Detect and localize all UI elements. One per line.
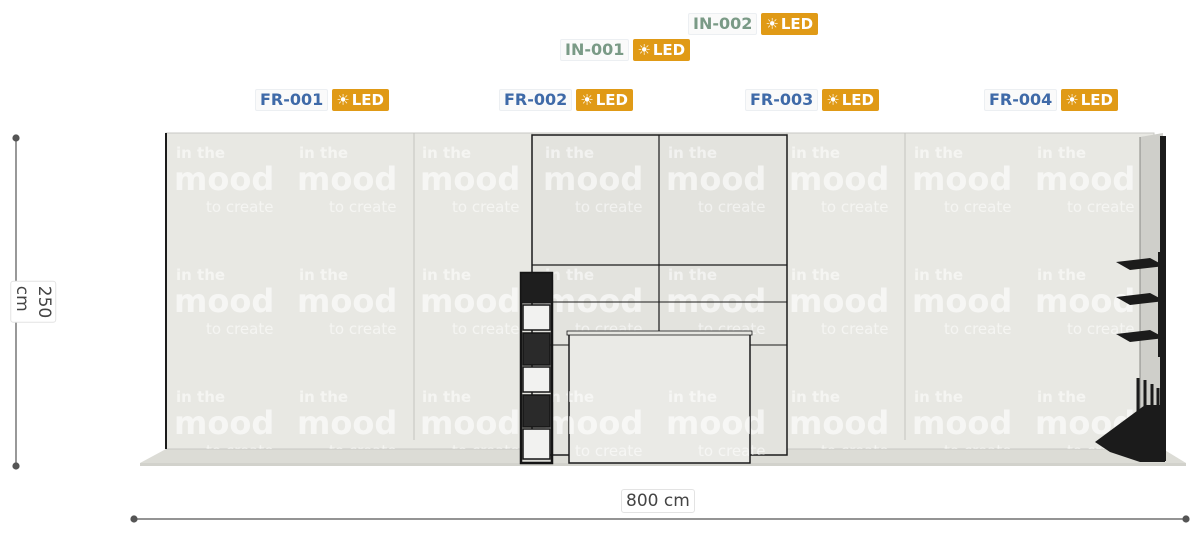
led-tag-fr-003[interactable]: FR-003 ☀LED: [745, 89, 880, 111]
wall-shelves: [1095, 252, 1165, 462]
sun-icon: ☀: [1065, 91, 1079, 109]
led-label: LED: [595, 91, 629, 109]
led-badge: ☀LED: [633, 39, 691, 61]
led-tag-in-001[interactable]: IN-001 ☀LED: [560, 39, 691, 61]
led-badge: ☀LED: [1061, 89, 1119, 111]
sun-icon: ☀: [765, 15, 779, 33]
led-tag-in-002[interactable]: IN-002 ☀LED: [688, 13, 819, 35]
sun-icon: ☀: [580, 91, 594, 109]
led-badge: ☀LED: [332, 89, 390, 111]
dimension-width: [130, 515, 1190, 523]
led-label: LED: [1080, 91, 1114, 109]
floor-front: [140, 463, 1186, 466]
counter-top: [566, 330, 753, 336]
tag-code-fr-002: FR-002: [499, 89, 573, 111]
led-tag-fr-002[interactable]: FR-002 ☀LED: [499, 89, 634, 111]
tag-code-in-001: IN-001: [560, 39, 630, 61]
sun-icon: ☀: [826, 91, 840, 109]
led-badge: ☀LED: [761, 13, 819, 35]
tag-code-fr-003: FR-003: [745, 89, 819, 111]
sun-icon: ☀: [336, 91, 350, 109]
led-label: LED: [780, 15, 814, 33]
led-label: LED: [841, 91, 875, 109]
width-dimension-label: 800 cm: [621, 489, 695, 513]
height-dimension-label: 250 cm: [10, 280, 57, 324]
led-tag-fr-001[interactable]: FR-001 ☀LED: [255, 89, 390, 111]
led-tag-fr-004[interactable]: FR-004 ☀LED: [984, 89, 1119, 111]
tag-code-in-002: IN-002: [688, 13, 758, 35]
counter-graphic: [569, 333, 750, 463]
sun-icon: ☀: [637, 41, 651, 59]
tag-code-fr-004: FR-004: [984, 89, 1058, 111]
shelf-tower: [519, 271, 554, 465]
led-label: LED: [652, 41, 686, 59]
tag-code-fr-001: FR-001: [255, 89, 329, 111]
led-label: LED: [351, 91, 385, 109]
led-badge: ☀LED: [576, 89, 634, 111]
led-badge: ☀LED: [822, 89, 880, 111]
